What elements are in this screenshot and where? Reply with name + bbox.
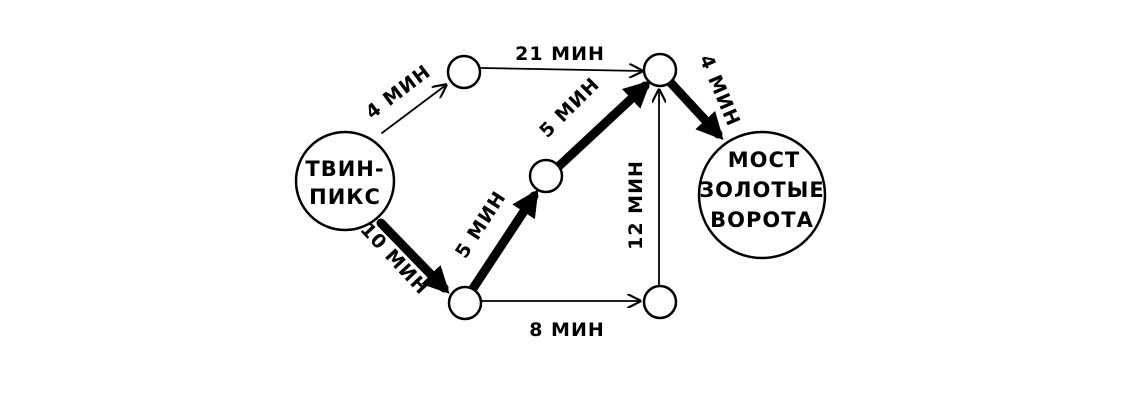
edge-b-to-d <box>465 189 539 298</box>
node-d <box>528 158 564 194</box>
node-finish-label-line2: ЗОЛОТЫЕ <box>699 178 825 202</box>
node-c <box>642 52 678 88</box>
node-start <box>294 130 396 232</box>
edge-d-to-c <box>553 80 651 172</box>
node-finish <box>697 130 827 260</box>
node-start-label-line2: ПИКС <box>309 185 381 209</box>
node-b <box>447 285 483 321</box>
edge-start-to-a <box>381 85 446 134</box>
node-start-label-line1: ТВИН- <box>305 157 384 181</box>
node-a <box>446 54 482 90</box>
edge-label-start-to-a: 4 МИН <box>362 61 436 124</box>
edge-label-b-to-e: 8 МИН <box>529 319 605 341</box>
edge-label-e-to-c: 12 МИН <box>625 160 647 250</box>
edge-label-a-to-c: 21 МИН <box>515 43 605 65</box>
node-finish-label-line3: ВОРОТА <box>710 208 814 232</box>
edge-a-to-c <box>480 68 642 71</box>
edge-c-to-finish <box>665 77 724 140</box>
node-e <box>642 284 678 320</box>
node-finish-label-line1: МОСТ <box>728 148 801 172</box>
edge-start-to-b <box>376 218 450 294</box>
